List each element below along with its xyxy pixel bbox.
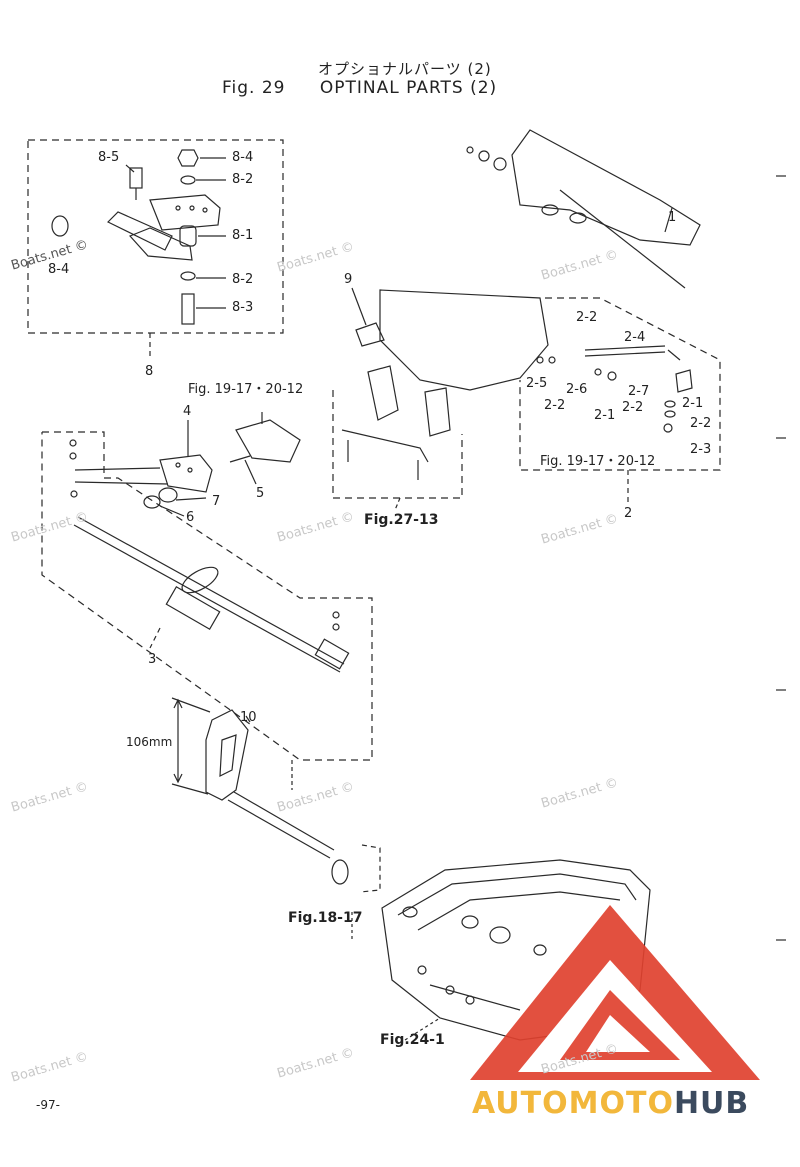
ref-fig-19-17-right: Fig. 19-17・20-12 [540,454,656,469]
label-part-2-7: 2-7 [628,384,650,399]
label-part-8-4-left: 8-4 [48,262,70,277]
label-part-2-1-a: 2-1 [594,408,616,423]
part-bushing [331,859,349,885]
ref-fig-19-17-top: Fig. 19-17・20-12 [188,382,304,397]
label-part-4: 4 [183,404,192,419]
label-part-2: 2 [624,506,633,521]
part-3-end-fitting [314,638,350,670]
label-part-2-2-c: 2-2 [622,400,644,415]
ref-fig-27-13: Fig.27-13 [364,512,439,528]
part-8-4-nut [177,149,199,167]
label-part-7: 7 [212,494,221,509]
automotohub-logo-text: AUTOMOTOHUB [472,1086,749,1121]
part-8-2-washer-bottom [180,271,196,281]
label-part-8: 8 [145,364,154,379]
part-8-bracket [149,194,221,231]
label-part-2-5: 2-5 [526,376,548,391]
part-5-clamp [235,419,301,463]
ref-fig-24-1: Fig.24-1 [380,1032,445,1048]
page-title: Fig. 29 OPTINAL PARTS (2) [222,78,497,98]
part-8-link [106,211,173,251]
part-8-5-bolt [129,167,143,189]
part-rod-link [341,429,429,463]
label-part-2-3: 2-3 [690,442,712,457]
part-engine-linkage [379,289,549,391]
brand-part-1: AUTOMOTO [472,1086,674,1121]
figure-number: Fig. 29 [222,78,286,98]
part-lever-right [424,387,451,437]
group-8-frame [27,139,284,334]
part-10-grip [205,709,249,801]
automotohub-logo-mark [470,905,760,1080]
part-lever-left [367,365,399,421]
part-7-washer [158,487,178,503]
dimension-label: 106mm [126,735,173,749]
page-title-japanese: オプショナルパーツ (2) [318,60,492,78]
label-part-2-4: 2-4 [624,330,646,345]
label-part-8-1: 8-1 [232,228,254,243]
label-part-8-3: 8-3 [232,300,254,315]
part-8-4-nut-left [51,215,69,237]
label-part-10: 10 [240,710,257,725]
label-part-5: 5 [256,486,265,501]
label-part-3: 3 [148,652,157,667]
label-part-2-1-b: 2-1 [682,396,704,411]
label-part-2-2-b: 2-2 [544,398,566,413]
label-part-2-2-d: 2-2 [690,416,712,431]
part-1-cowling [511,129,701,246]
group-3-frame [41,431,373,761]
label-part-2-2-a: 2-2 [576,310,598,325]
part-3-cylinder [181,566,219,594]
part-3-bracket-plate [165,586,221,630]
part-4-bracket [159,454,213,493]
group-2-frame [519,297,721,471]
label-part-8-2-bottom: 8-2 [232,272,254,287]
ref-fig-18-17: Fig.18-17 [288,910,363,926]
ref-27-13-frame [332,390,463,499]
page-number: -97- [36,1098,60,1112]
part-2-bracket [675,369,693,393]
label-part-2-6: 2-6 [566,382,588,397]
brand-part-2: HUB [673,1086,750,1121]
label-part-8-4: 8-4 [232,150,254,165]
part-6-washer [143,495,161,509]
part-8-1-collar [179,225,197,247]
part-9-sleeve [355,322,385,347]
label-part-9: 9 [344,272,353,287]
figure-title: OPTINAL PARTS (2) [319,78,498,98]
part-8-arm [128,227,193,261]
label-part-1: 1 [668,210,677,225]
part-8-3-bolt [181,293,195,325]
label-part-6: 6 [186,510,195,525]
label-part-8-5: 8-5 [98,150,120,165]
part-8-2-washer-top [180,175,196,185]
label-part-8-2: 8-2 [232,172,254,187]
